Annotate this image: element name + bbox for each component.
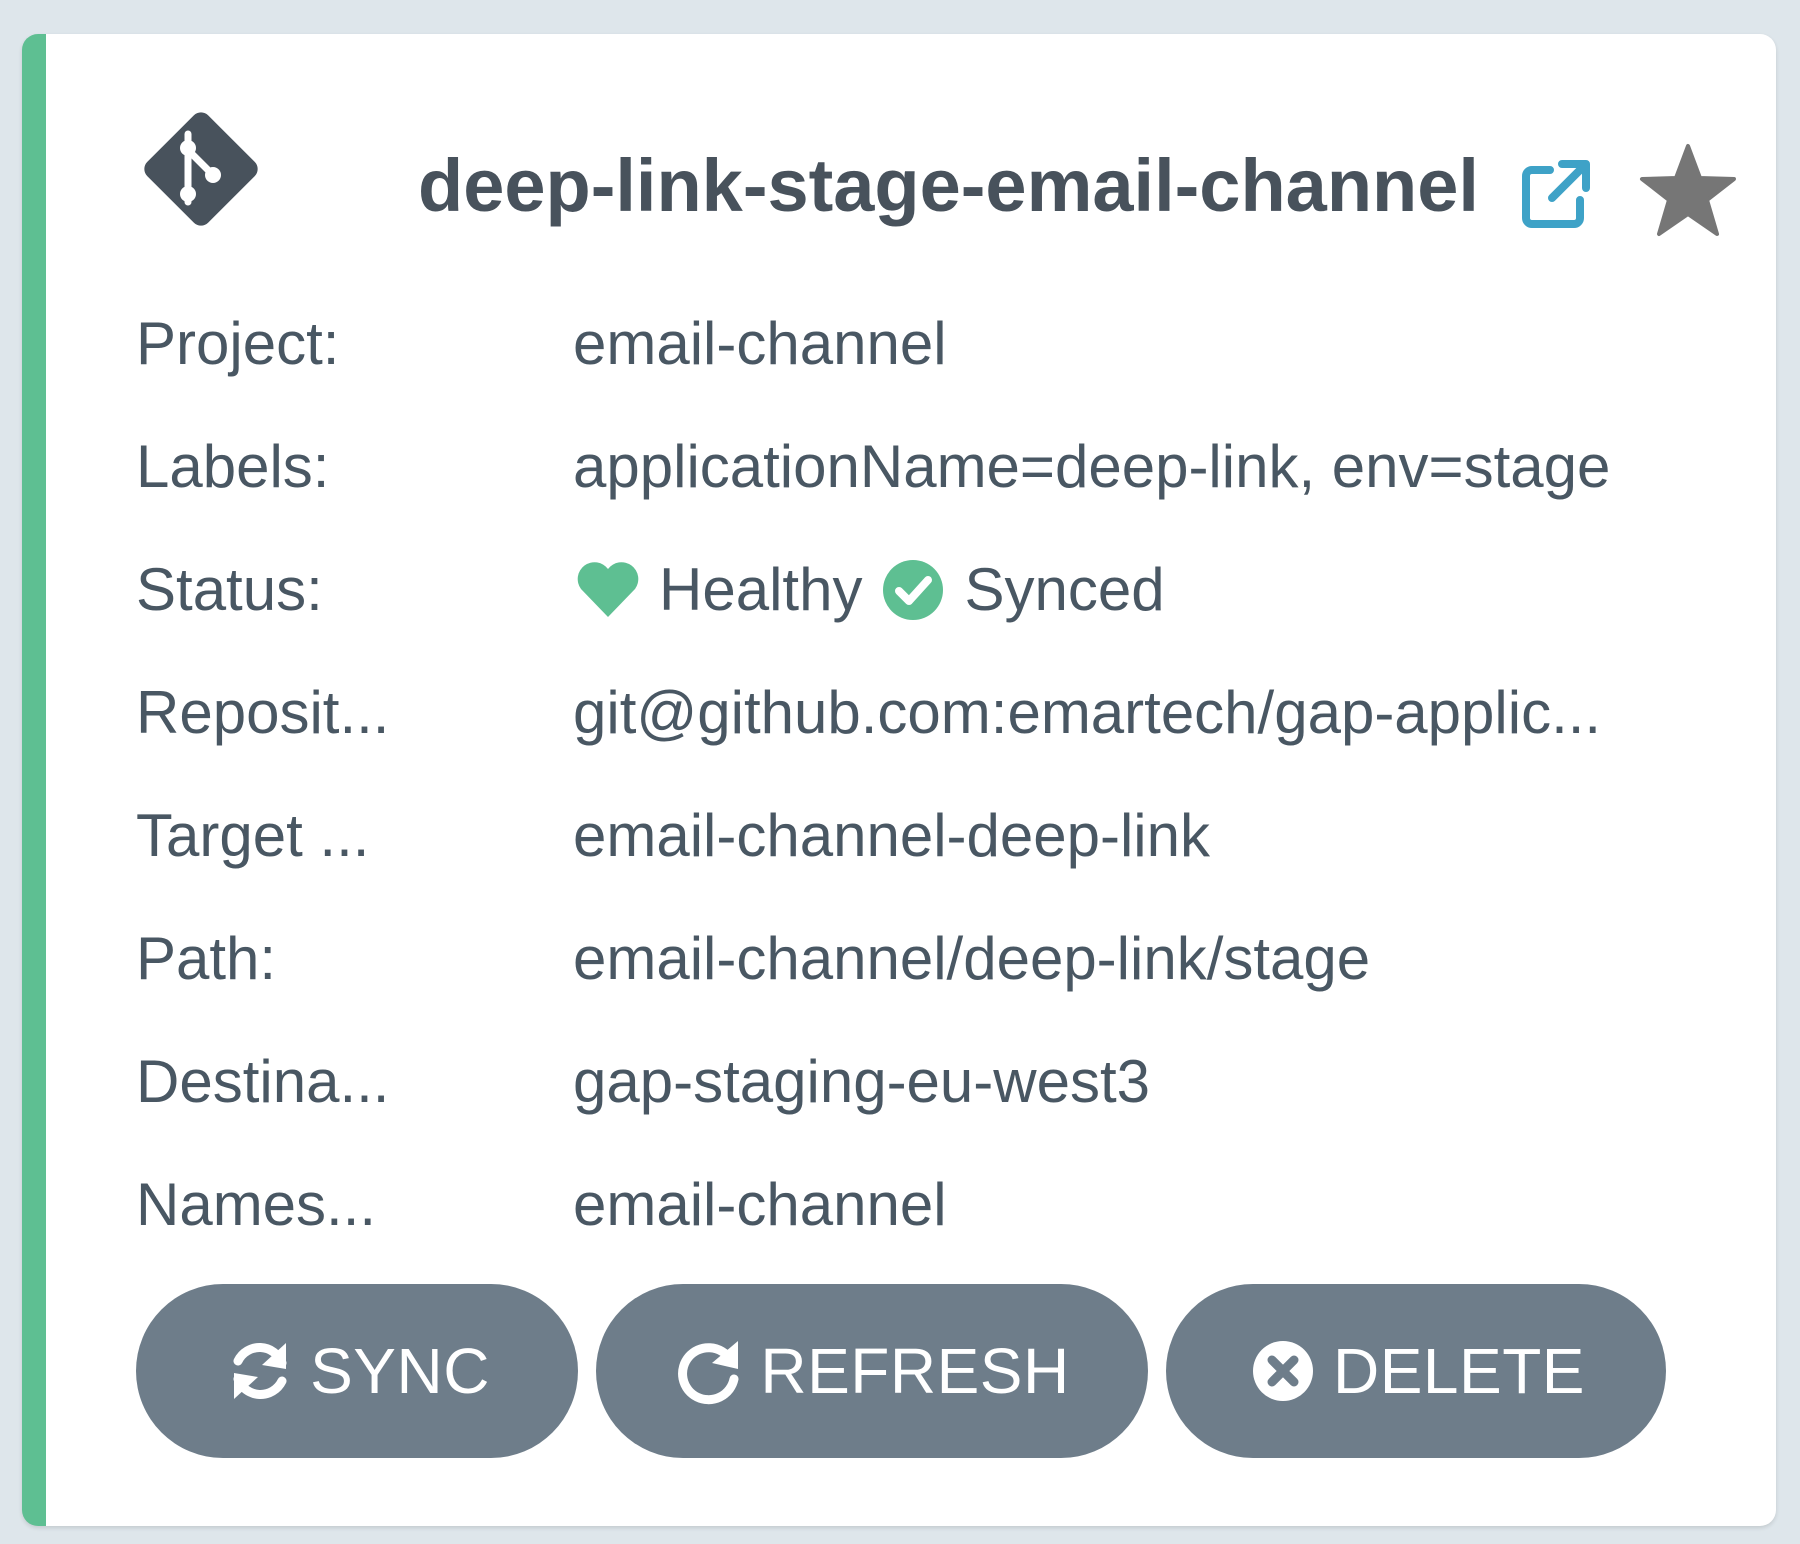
sync-status: Synced (964, 556, 1165, 623)
app-title[interactable]: deep-link-stage-email-channel (418, 144, 1479, 227)
field-value: email-channel (573, 1171, 947, 1238)
field-namespace: Names... email-channel (136, 1143, 1736, 1266)
field-path: Path: email-channel/deep-link/stage (136, 897, 1736, 1020)
git-icon (144, 112, 258, 226)
refresh-icon (678, 1341, 739, 1405)
refresh-button[interactable]: REFRESH (596, 1284, 1148, 1458)
field-value: applicationName=deep-link, env=stage (573, 433, 1611, 500)
field-value: git@github.com:emartech/gap-applic... (573, 679, 1602, 746)
field-label: Reposit... (136, 679, 390, 746)
check-circle-icon (883, 559, 944, 620)
field-label: Target ... (136, 802, 370, 869)
field-label: Destina... (136, 1048, 390, 1115)
field-destination: Destina... gap-staging-eu-west3 (136, 1020, 1736, 1143)
delete-button-label: DELETE (1333, 1335, 1585, 1407)
star-icon[interactable] (1636, 140, 1740, 244)
health-status: Healthy (659, 556, 863, 623)
action-buttons: SYNC REFRESH DELETE (136, 1284, 1666, 1458)
field-value: email-channel/deep-link/stage (573, 925, 1371, 992)
field-label: Status: (136, 556, 323, 623)
external-link-icon[interactable] (1516, 154, 1596, 234)
field-repository: Reposit... git@github.com:emartech/gap-a… (136, 651, 1736, 774)
sync-icon (233, 1343, 287, 1399)
field-label: Path: (136, 925, 277, 992)
field-value: gap-staging-eu-west3 (573, 1048, 1151, 1115)
field-status: Status: Healthy Synced (136, 528, 1736, 651)
field-label: Names... (136, 1171, 377, 1238)
field-label: Labels: (136, 433, 330, 500)
application-card[interactable]: deep-link-stage-email-channel Project: e… (22, 34, 1776, 1526)
field-value: email-channel-deep-link (573, 802, 1211, 869)
card-header: deep-link-stage-email-channel (136, 104, 1736, 294)
times-circle-icon (1253, 1341, 1314, 1401)
delete-button[interactable]: DELETE (1166, 1284, 1666, 1458)
refresh-button-label: REFRESH (760, 1335, 1070, 1407)
field-project: Project: email-channel (136, 282, 1736, 405)
status-value: Healthy Synced (573, 555, 1736, 625)
sync-button-label: SYNC (310, 1335, 490, 1407)
details-list: Project: email-channel Labels: applicati… (136, 282, 1736, 1266)
field-labels: Labels: applicationName=deep-link, env=s… (136, 405, 1736, 528)
field-label: Project: (136, 310, 340, 377)
sync-button[interactable]: SYNC (136, 1284, 578, 1458)
heart-icon (577, 561, 639, 617)
field-value: email-channel (573, 310, 947, 377)
field-target-revision: Target ... email-channel-deep-link (136, 774, 1736, 897)
